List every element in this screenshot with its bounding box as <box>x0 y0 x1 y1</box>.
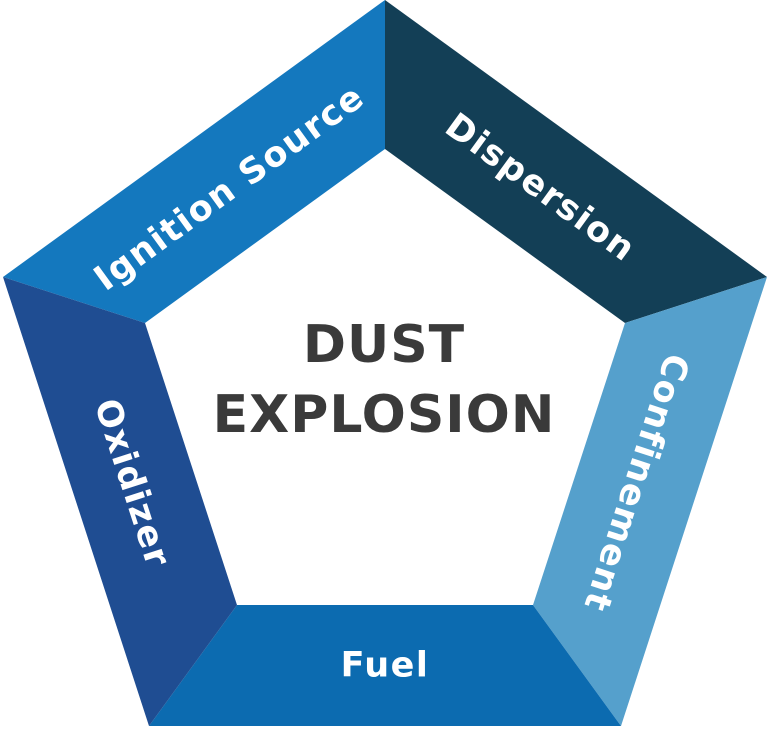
segment-oxidizer <box>3 277 237 726</box>
center-title-line1: DUST <box>303 315 465 375</box>
label-fuel: Fuel <box>341 645 430 685</box>
segment-fuel <box>149 605 621 726</box>
segment-ignition-source <box>3 0 385 323</box>
segment-confinement <box>533 277 767 726</box>
segment-dispersion <box>385 0 767 323</box>
center-title-line2: EXPLOSION <box>213 385 556 445</box>
